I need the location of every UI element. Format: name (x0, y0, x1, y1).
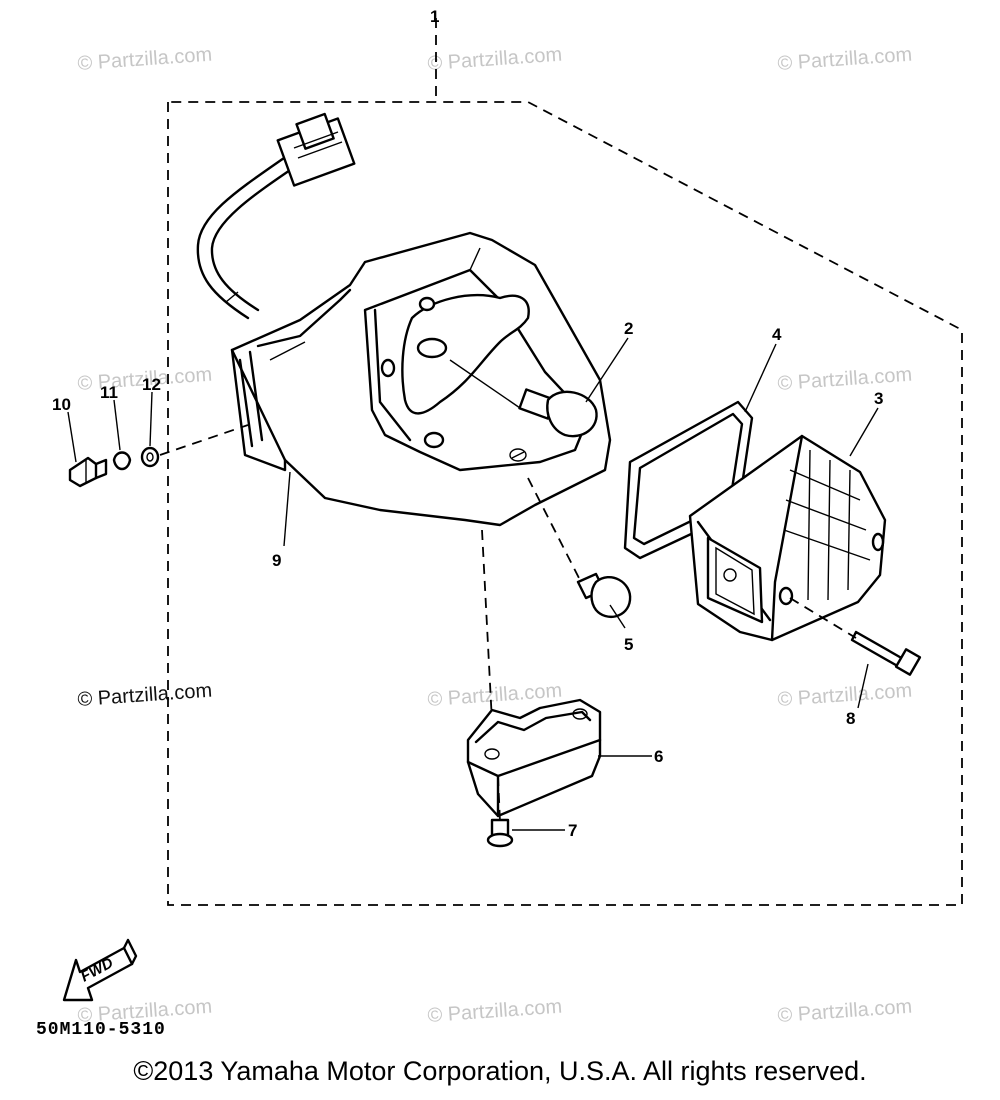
callout-9: 9 (272, 551, 281, 570)
assembly-boundary (167, 18, 963, 906)
part-code: 50M110-5310 (36, 1020, 166, 1040)
watermark: © Partzilla.com (777, 996, 913, 1027)
copyright-notice: ©2013 Yamaha Motor Corporation, U.S.A. A… (133, 1056, 867, 1086)
callout-4: 4 (772, 325, 782, 344)
callout-10: 10 (52, 395, 71, 414)
lens-screw (789, 597, 922, 676)
tail-light-housing (230, 231, 612, 527)
callout-3: 3 (874, 389, 883, 408)
watermark: © Partzilla.com (77, 44, 213, 75)
license-light-cover (466, 529, 602, 818)
side-fasteners (68, 424, 249, 488)
callout-12: 12 (142, 375, 161, 394)
watermark: © Partzilla.com (77, 680, 213, 711)
watermark: © Partzilla.com (427, 44, 563, 75)
callout-2: 2 (624, 319, 633, 338)
callout-7: 7 (568, 821, 577, 840)
callout-11: 11 (100, 383, 118, 402)
callout-8: 8 (846, 709, 855, 728)
watermark: © Partzilla.com (777, 364, 913, 395)
callout-5: 5 (624, 635, 633, 654)
tail-lens (688, 434, 887, 642)
wire-harness (196, 112, 356, 320)
callout-6: 6 (654, 747, 663, 766)
callout-numbers: 1 2 3 4 5 6 7 8 9 10 11 12 (52, 7, 883, 840)
callout-1: 1 (430, 7, 439, 26)
watermark: © Partzilla.com (777, 680, 913, 711)
fwd-arrow: FWD (62, 938, 138, 1002)
cover-screw (486, 775, 514, 848)
watermark: © Partzilla.com (427, 996, 563, 1027)
tail-bulb (518, 388, 598, 438)
watermark: © Partzilla.com (777, 44, 913, 75)
license-bulb (527, 477, 632, 619)
leader-lines (67, 337, 879, 831)
watermark: © Partzilla.com (427, 680, 563, 711)
